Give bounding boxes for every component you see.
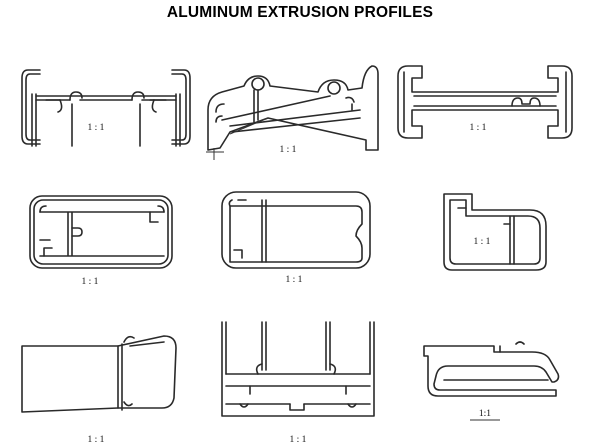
profile-5: 1 : 1 <box>221 191 371 285</box>
profile-2-scale-label: 1 : 1 <box>280 145 297 155</box>
profile-7: 1 : 1 <box>21 335 177 445</box>
profile-4: 1 : 1 <box>29 195 173 287</box>
profile-4-scale-label: 1 : 1 <box>82 277 99 287</box>
profile-8: 1 : 1 <box>221 321 375 445</box>
profile-6-scale-label: 1 : 1 <box>474 237 491 247</box>
profile-9-scale-label: 1:1 <box>479 409 491 419</box>
profile-3: 1 : 1 <box>397 65 573 139</box>
profile-9: 1:1 <box>423 341 560 421</box>
profile-2: 1 : 1 <box>206 65 379 160</box>
profile-3-scale-label: 1 : 1 <box>470 123 487 133</box>
page-title: ALUMINUM EXTRUSION PROFILES <box>166 4 434 21</box>
profile-8-scale-label: 1 : 1 <box>290 435 307 445</box>
profile-1-scale-label: 1 : 1 <box>88 123 105 133</box>
profile-5-scale-label: 1 : 1 <box>286 275 303 285</box>
profile-7-scale-label: 1 : 1 <box>88 435 105 445</box>
profile-6: 1 : 1 <box>443 193 547 271</box>
profile-1: 1 : 1 <box>21 69 191 147</box>
